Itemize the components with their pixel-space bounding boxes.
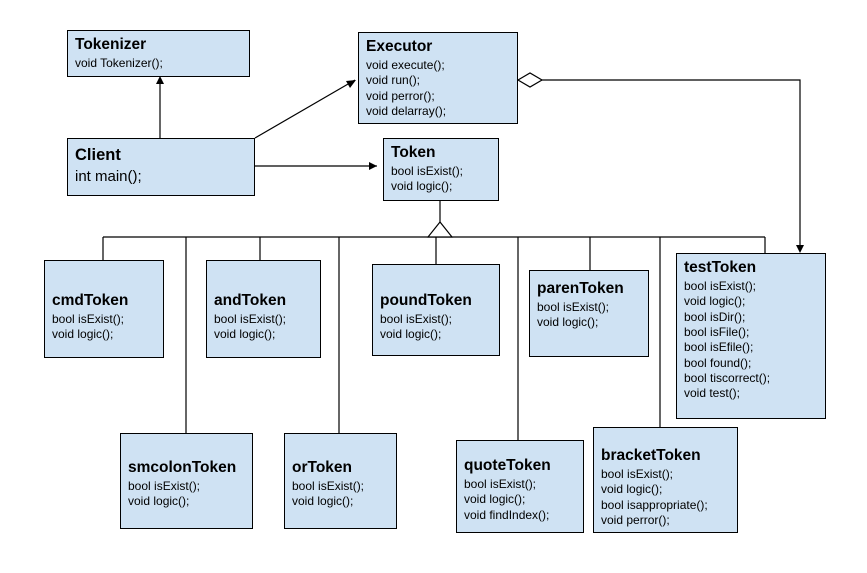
executor-class: Executor void execute(); void run(); voi… xyxy=(358,32,518,124)
quotetoken-class: quoteToken bool isExist(); void logic();… xyxy=(456,440,584,533)
smcolontoken-class: smcolonToken bool isExist(); void logic(… xyxy=(120,433,253,529)
brackettoken-method: bool isExist(); xyxy=(601,466,674,481)
smcolontoken-method: void logic(); xyxy=(128,494,190,509)
poundtoken-method: void logic(); xyxy=(380,327,442,342)
brackettoken-method: void logic(); xyxy=(601,482,663,497)
testtoken-method: bool isFile(); xyxy=(684,324,750,339)
ortoken-class-name: orToken xyxy=(292,459,352,476)
testtoken-method: void test(); xyxy=(684,386,741,401)
executor-method: void perror(); xyxy=(366,88,435,103)
token-method: bool isExist(); xyxy=(391,163,464,178)
token-class-name: Token xyxy=(391,144,436,161)
testtoken-method: bool found(); xyxy=(684,355,752,370)
executor-class-name: Executor xyxy=(366,38,433,55)
cmdtoken-class: cmdToken bool isExist(); void logic(); xyxy=(44,260,164,358)
cmdtoken-class-name: cmdToken xyxy=(52,292,129,309)
generalization-triangle xyxy=(426,221,454,238)
executor-testtoken-line xyxy=(541,79,801,250)
tokenizer-methods: void Tokenizer(); xyxy=(75,56,242,71)
testtoken-method: bool isExist(); xyxy=(684,278,757,293)
executor-method: void execute(); xyxy=(366,57,445,72)
testtoken-class-name: testToken xyxy=(684,259,757,276)
executor-arrowhead xyxy=(346,80,356,88)
brackettoken-class-name: bracketToken xyxy=(601,447,701,464)
parentoken-method: void logic(); xyxy=(537,315,599,330)
aggregation-diamond xyxy=(516,72,544,88)
ortoken-method: bool isExist(); xyxy=(292,478,365,493)
executor-method: void run(); xyxy=(366,73,421,88)
andtoken-class-name: andToken xyxy=(214,292,287,309)
andtoken-class: andToken bool isExist(); void logic(); xyxy=(206,260,321,358)
testtoken-class: testToken bool isExist(); void logic(); … xyxy=(676,253,826,419)
poundtoken-class-name: poundToken xyxy=(380,292,472,309)
client-class-name: Client xyxy=(75,146,121,164)
testtoken-arrowhead xyxy=(796,245,804,253)
tokenizer-class-name: Tokenizer xyxy=(75,36,147,53)
cmdtoken-method: bool isExist(); xyxy=(52,311,125,326)
token-method: void logic(); xyxy=(391,179,453,194)
testtoken-method: void logic(); xyxy=(684,294,746,309)
client-executor-line xyxy=(254,79,356,139)
client-class: Client int main(); xyxy=(67,138,255,196)
ortoken-class: orToken bool isExist(); void logic(); xyxy=(284,433,397,529)
token-arrowhead xyxy=(369,162,377,170)
client-method: int main(); xyxy=(75,168,142,186)
tokenizer-class: Tokenizer void Tokenizer(); xyxy=(67,30,250,77)
ortoken-method: void logic(); xyxy=(292,494,354,509)
token-class: Token bool isExist(); void logic(); xyxy=(383,138,499,201)
quotetoken-method: bool isExist(); xyxy=(464,476,537,491)
smcolontoken-method: bool isExist(); xyxy=(128,478,201,493)
brackettoken-method: void perror(); xyxy=(601,512,670,527)
testtoken-method: bool tiscorrect(); xyxy=(684,370,771,385)
andtoken-method: bool isExist(); xyxy=(214,311,287,326)
tokenizer-method: void Tokenizer(); xyxy=(75,55,163,70)
brackettoken-class: bracketToken bool isExist(); void logic(… xyxy=(593,427,738,533)
quotetoken-class-name: quoteToken xyxy=(464,457,551,474)
quotetoken-method: void findIndex(); xyxy=(464,507,550,522)
cmdtoken-method: void logic(); xyxy=(52,327,114,342)
brackettoken-method: bool isappropriate(); xyxy=(601,497,708,512)
parentoken-method: bool isExist(); xyxy=(537,299,610,314)
parentoken-class: parenToken bool isExist(); void logic(); xyxy=(529,270,649,357)
parentoken-class-name: parenToken xyxy=(537,280,624,297)
smcolontoken-class-name: smcolonToken xyxy=(128,459,237,476)
poundtoken-class: poundToken bool isExist(); void logic(); xyxy=(372,264,500,356)
executor-method: void delarray(); xyxy=(366,103,447,118)
testtoken-method: bool isDir(); xyxy=(684,309,746,324)
testtoken-method: bool isEfile(); xyxy=(684,340,754,355)
poundtoken-method: bool isExist(); xyxy=(380,311,453,326)
andtoken-method: void logic(); xyxy=(214,327,276,342)
tokenizer-arrowhead xyxy=(156,76,164,84)
quotetoken-method: void logic(); xyxy=(464,492,526,507)
